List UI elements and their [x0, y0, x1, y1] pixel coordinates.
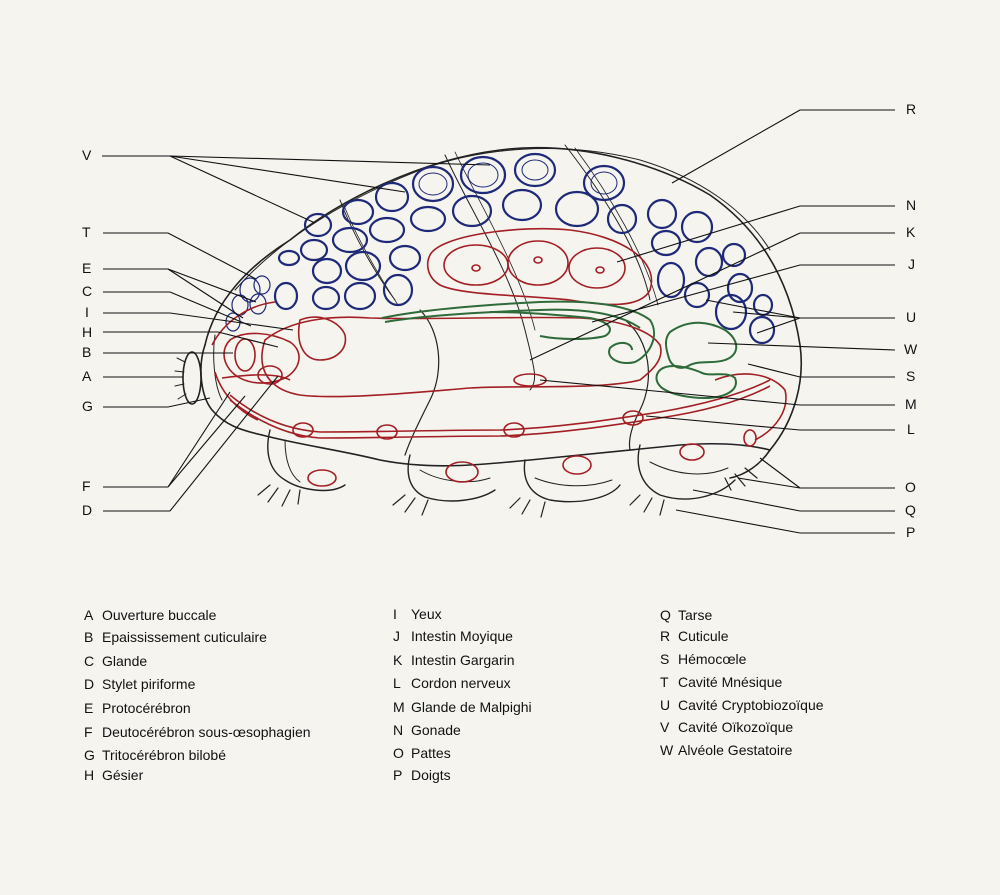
callout-m: M: [905, 396, 917, 412]
callout-r: R: [906, 101, 916, 117]
callout-f: F: [82, 478, 91, 494]
callout-e: E: [82, 260, 91, 276]
callout-s: S: [906, 368, 915, 384]
callout-o: O: [905, 479, 916, 495]
callout-p: P: [906, 524, 915, 540]
callout-t: T: [82, 224, 91, 240]
callout-l: L: [907, 421, 915, 437]
red-structures: [211, 227, 787, 487]
callout-b: B: [82, 344, 91, 360]
callout-g: G: [82, 398, 93, 414]
callout-v: V: [82, 147, 92, 163]
callout-u: U: [906, 309, 916, 325]
callout-w: W: [904, 341, 918, 357]
callout-n: N: [906, 197, 916, 213]
blue-cavities: [225, 152, 776, 345]
leader-lines: [102, 109, 896, 534]
callout-a: A: [82, 368, 92, 384]
green-structures: [381, 300, 738, 400]
callout-q: Q: [905, 502, 916, 518]
callout-c: C: [82, 283, 92, 299]
callout-h: H: [82, 324, 92, 340]
callout-d: D: [82, 502, 92, 518]
callout-i: I: [85, 304, 89, 320]
body-outline: [174, 144, 803, 518]
callout-letters: V T E C I H B A G F D R N K J U W S M L …: [82, 101, 918, 540]
callout-k: K: [906, 224, 916, 240]
callout-j: J: [908, 256, 915, 272]
